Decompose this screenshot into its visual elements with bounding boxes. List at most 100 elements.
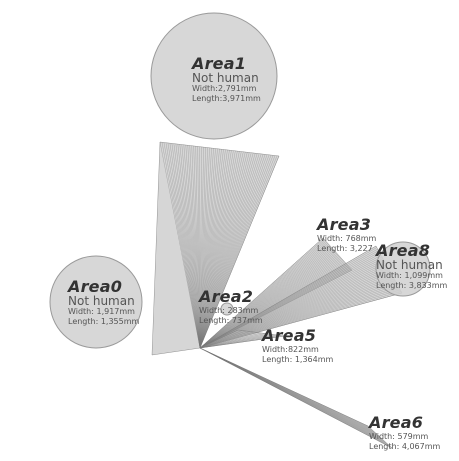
beam-area8-ray [199,245,377,349]
beam-area3-ray [199,259,343,349]
beam-area1-ray [199,155,272,349]
beam-area1-ray [199,150,236,349]
beam-area3-ray [199,240,326,349]
beam-area1-ray [159,141,201,349]
area-name: Area3 [317,215,372,234]
area-label-area2: Area2 Width: 283mm Length: 737mm [199,287,263,326]
area-label-area0: Area0 Not human Width: 1,917mm Length: 1… [68,277,139,327]
beam-area1-ray [199,153,258,349]
beam-area1-ray [199,148,214,349]
beam-area3-ray [199,260,344,349]
area-name: Area0 [68,277,123,296]
area-length: Length: 1,364mm [262,355,334,364]
beam-area1-ray [195,146,201,349]
beam-area1-ray [199,151,240,349]
beam-area1-ray [199,147,206,349]
beam-area8-ray [199,252,380,349]
circle-area1 [150,12,278,140]
beam-area1-ray [199,147,204,349]
beam-area1-ray [181,144,201,349]
area-width: Width: 579mm [369,432,429,441]
area-label-area1: Area1 Not human Width:2,791mm Length:3,9… [192,54,261,104]
beam-area3-ray [199,247,332,349]
beam-area3-ray [199,255,340,349]
beam-area3-ray [199,245,330,349]
area-name: Area1 [192,54,247,73]
beam-area3-ray [199,250,335,349]
beam-area3-ray [199,242,327,349]
beam-area1-ray [199,150,234,349]
beam-area1-ray [161,142,201,349]
beam-area8-ray [199,253,381,349]
area-name: Area2 [199,287,254,306]
beam-area1-ray [187,145,201,349]
beam-area1-ray [199,153,262,349]
beam-area1-ray [199,152,248,349]
beam-area1-ray [197,146,201,349]
beam-area8-ray [199,256,383,349]
area-width: Width:2,791mm [192,84,257,93]
beam-area1-ray [199,152,252,349]
beam-area1-ray [185,145,201,349]
beam-area1-ray [199,151,246,349]
beam-area3-ray [199,249,334,349]
beam-area8-ray [199,255,382,349]
area-label-area3: Area3 Width: 768mm Length: 3,227 [317,215,376,254]
beam-area1-ray [177,144,201,349]
area-width: Width: 1,917mm [68,307,135,316]
beam-area1-ray [199,149,226,349]
beam-area1-ray [167,142,201,349]
area-name: Area6 [369,413,424,432]
beam-area3-ray [199,251,336,349]
beam-area5-ray [199,332,262,349]
area-width: Width:822mm [262,345,319,354]
beam-area8-ray [199,247,377,349]
beam-area3-ray [199,238,325,349]
area-label-area6: Area6 Width: 579mm Length: 4,067mm [369,413,440,452]
beam-area1-ray [169,143,201,349]
beam-area1-ray [171,143,201,349]
beam-area1-ray [199,152,254,349]
beam-area5-ray [199,333,270,349]
beam-area1-ray [199,151,238,349]
beam-area1-ray [199,150,230,349]
beam-area5-ray [199,330,242,349]
area-length: Length: 1,355mm [68,317,140,326]
beam-area1-ray [199,155,276,349]
beam-area1-ray [199,153,256,349]
beam-area5-ray [199,334,278,349]
beam-area1-ray [193,145,201,349]
beam-area1-ray [199,148,212,349]
beam-area5-ray [199,329,239,349]
beam-area3-ray [199,253,338,349]
area-length: Length: 737mm [199,316,263,325]
area-length: Length: 3,833mm [376,281,448,290]
beam-area1-ray [199,153,260,349]
beam-area1-ray [173,143,201,349]
beam-area1-ray [199,149,224,349]
beam-area1-ray [183,144,201,349]
area-length: Length: 3,227 [317,244,373,253]
beam-area1-ray [199,154,266,349]
circle-area8 [375,241,431,297]
beam-area5-ray [199,334,274,349]
beam-area3-ray [199,241,327,349]
beam-area1-ray [199,149,228,349]
beam-area1-ray [199,155,278,349]
area-length: Length:3,971mm [192,94,261,103]
beam-area1-ray [199,151,242,349]
beam-area5-ray [199,335,286,349]
area-circles [49,12,431,349]
circle-area0 [49,255,143,349]
area-width: Width: 283mm [199,306,259,315]
beam-area1-ray [199,154,270,349]
area-length: Length: 4,067mm [369,442,441,451]
beam-area1-ray [199,147,208,349]
beam-area1-ray [191,145,201,349]
beam-area1-ray [199,155,280,349]
beam-area1-ray [199,148,220,349]
beam-area3-ray [199,243,328,349]
beam-area3-ray [199,261,345,349]
